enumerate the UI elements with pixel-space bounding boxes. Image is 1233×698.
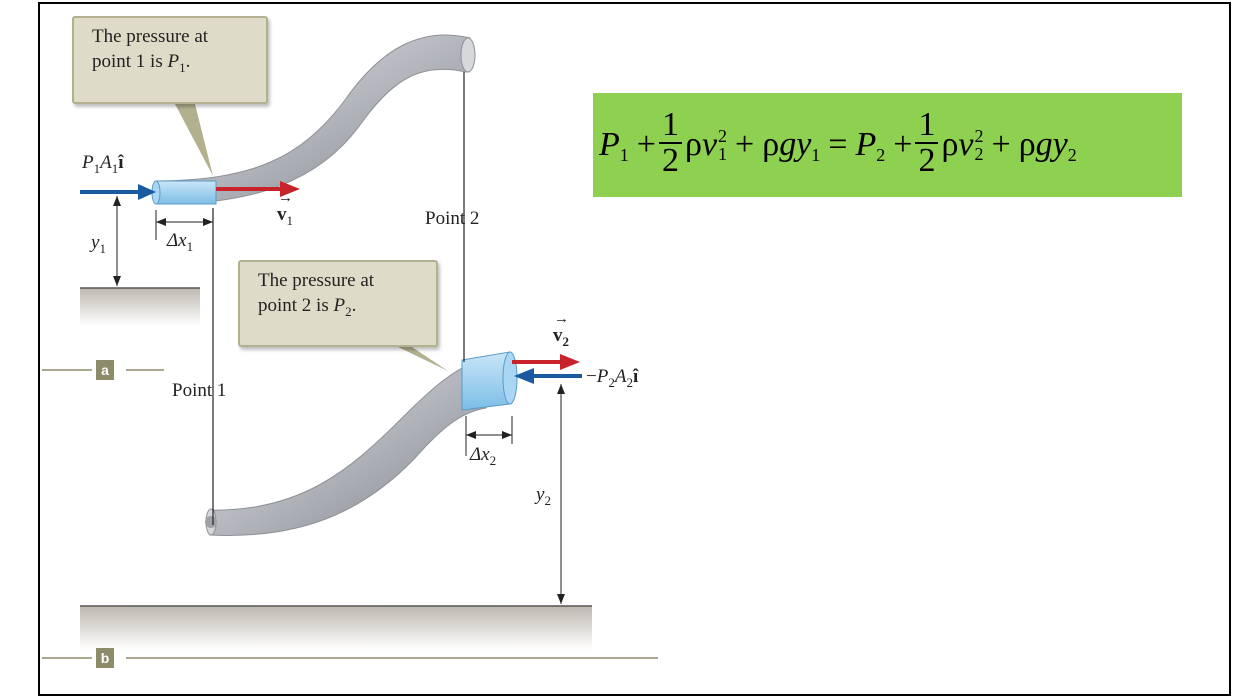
callout-point1: The pressure at point 1 is P1. <box>72 16 268 104</box>
force1-arrow <box>138 184 156 200</box>
callout-point2-sub: 2 <box>345 304 352 319</box>
v1-arrow <box>280 181 300 197</box>
point2-label: Point 2 <box>425 208 480 229</box>
dx2-label: Δx2 <box>470 444 497 468</box>
callout-point1-line1: The pressure at <box>92 26 209 47</box>
callout-point1-sub: 1 <box>179 60 186 75</box>
v1-label: →v1 <box>277 190 293 228</box>
dx1-label: Δx1 <box>167 230 194 254</box>
force1-label: P1A1î <box>82 152 124 176</box>
callout-point2: The pressure at point 2 is P2. <box>238 260 438 347</box>
v2-label: →v2 <box>553 311 569 349</box>
fluid-element-1 <box>155 180 217 205</box>
callout-point2-dot: . <box>351 295 357 316</box>
y2-label: y2 <box>536 484 551 508</box>
callout-point1-dot: . <box>185 51 191 72</box>
lower-pipe <box>209 359 487 536</box>
callout-point1-line2: point 1 is <box>92 51 168 72</box>
y1-label: y1 <box>91 232 106 256</box>
upper-pipe-end <box>460 37 476 73</box>
callout-point1-symbol: P <box>167 51 180 72</box>
panel-tag-a: a <box>96 360 114 380</box>
callout-point2-symbol: P <box>333 295 346 316</box>
upper-pipe <box>157 34 471 205</box>
force2-label: −P2A2î <box>586 366 639 390</box>
point1-label: Point 1 <box>172 380 227 401</box>
panel-tag-b: b <box>96 648 114 668</box>
ground-2 <box>80 606 592 650</box>
v2-arrow <box>560 354 580 370</box>
force2-arrow <box>514 368 534 384</box>
callout-point2-line1: The pressure at <box>258 270 375 291</box>
callout-point2-line2: point 2 is <box>258 295 334 316</box>
ground-1 <box>80 288 200 326</box>
